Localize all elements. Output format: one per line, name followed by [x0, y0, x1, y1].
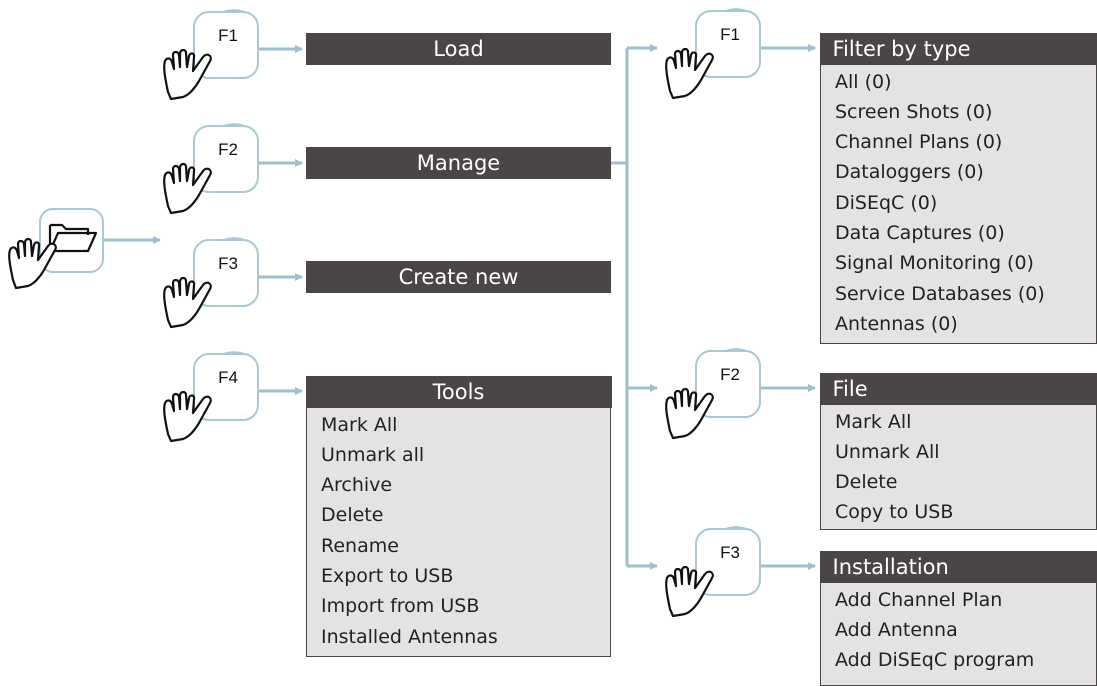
f2-key-label: F2: [210, 140, 246, 160]
manage-f2-key[interactable]: F2: [660, 343, 800, 443]
pointing-hand-icon: [158, 232, 298, 332]
filter-item-diseqc[interactable]: DiSEqC (0): [821, 188, 1096, 218]
manage-f3-key[interactable]: F3: [660, 521, 800, 621]
filter-item-all[interactable]: All (0): [821, 67, 1096, 97]
install-item-add-channel-plan[interactable]: Add Channel Plan: [821, 585, 1096, 615]
tools-item-export-usb[interactable]: Export to USB: [307, 561, 610, 591]
tools-item-archive[interactable]: Archive: [307, 470, 610, 500]
tools-menu-title: Tools: [306, 376, 612, 408]
pointing-hand-icon: [158, 118, 298, 218]
file-menu-list: Mark All Unmark All Delete Copy to USB: [821, 405, 1096, 528]
f1-key[interactable]: F1: [158, 4, 298, 104]
filter-item-channel-plans[interactable]: Channel Plans (0): [821, 127, 1096, 157]
pointing-hand-icon: [660, 343, 800, 443]
installation-menu: Installation Add Channel Plan Add Antenn…: [820, 551, 1097, 686]
filter-item-signal-monitoring[interactable]: Signal Monitoring (0): [821, 248, 1096, 278]
tools-item-rename[interactable]: Rename: [307, 531, 610, 561]
file-item-delete[interactable]: Delete: [821, 467, 1096, 497]
filter-item-service-databases[interactable]: Service Databases (0): [821, 279, 1096, 309]
filter-item-dataloggers[interactable]: Dataloggers (0): [821, 157, 1096, 187]
tools-menu: Tools Mark All Unmark all Archive Delete…: [306, 376, 611, 657]
tools-menu-list: Mark All Unmark all Archive Delete Renam…: [307, 408, 610, 652]
filter-menu-list: All (0) Screen Shots (0) Channel Plans (…: [821, 65, 1096, 340]
tools-item-import-usb[interactable]: Import from USB: [307, 591, 610, 621]
filter-menu-title: Filter by type: [820, 33, 1097, 65]
folder-key[interactable]: [0, 200, 110, 300]
install-item-add-antenna[interactable]: Add Antenna: [821, 615, 1096, 645]
manage-bar[interactable]: Manage: [306, 147, 611, 179]
filter-by-type-menu: Filter by type All (0) Screen Shots (0) …: [820, 33, 1097, 344]
f3-key-label: F3: [210, 254, 246, 274]
manage-f1-key-label: F1: [712, 25, 748, 45]
file-menu: File Mark All Unmark All Delete Copy to …: [820, 373, 1097, 530]
manage-f3-key-label: F3: [712, 543, 748, 563]
f1-key-label: F1: [210, 26, 246, 46]
file-item-mark-all[interactable]: Mark All: [821, 407, 1096, 437]
file-menu-title: File: [820, 373, 1097, 405]
tools-item-installed-antennas[interactable]: Installed Antennas: [307, 622, 610, 652]
manage-f2-key-label: F2: [712, 365, 748, 385]
tools-item-delete[interactable]: Delete: [307, 500, 610, 530]
pointing-hand-icon: [158, 4, 298, 104]
f4-key-label: F4: [210, 368, 246, 388]
installation-menu-list: Add Channel Plan Add Antenna Add DiSEqC …: [821, 583, 1096, 676]
manage-f1-key[interactable]: F1: [660, 3, 800, 103]
file-item-unmark-all[interactable]: Unmark All: [821, 437, 1096, 467]
f3-key[interactable]: F3: [158, 232, 298, 332]
f2-key[interactable]: F2: [158, 118, 298, 218]
load-bar[interactable]: Load: [306, 33, 611, 65]
install-item-add-diseqc[interactable]: Add DiSEqC program: [821, 645, 1096, 675]
pointing-hand-icon: [660, 3, 800, 103]
tools-item-mark-all[interactable]: Mark All: [307, 410, 610, 440]
create-new-bar[interactable]: Create new: [306, 261, 611, 293]
file-item-copy-usb[interactable]: Copy to USB: [821, 497, 1096, 527]
filter-item-antennas[interactable]: Antennas (0): [821, 309, 1096, 339]
filter-item-screen-shots[interactable]: Screen Shots (0): [821, 97, 1096, 127]
tools-item-unmark-all[interactable]: Unmark all: [307, 440, 610, 470]
pointing-hand-icon: [158, 346, 298, 446]
f4-key[interactable]: F4: [158, 346, 298, 446]
pointing-hand-icon: [660, 521, 800, 621]
open-folder-icon: [0, 200, 110, 300]
filter-item-data-captures[interactable]: Data Captures (0): [821, 218, 1096, 248]
installation-menu-title: Installation: [820, 551, 1097, 583]
